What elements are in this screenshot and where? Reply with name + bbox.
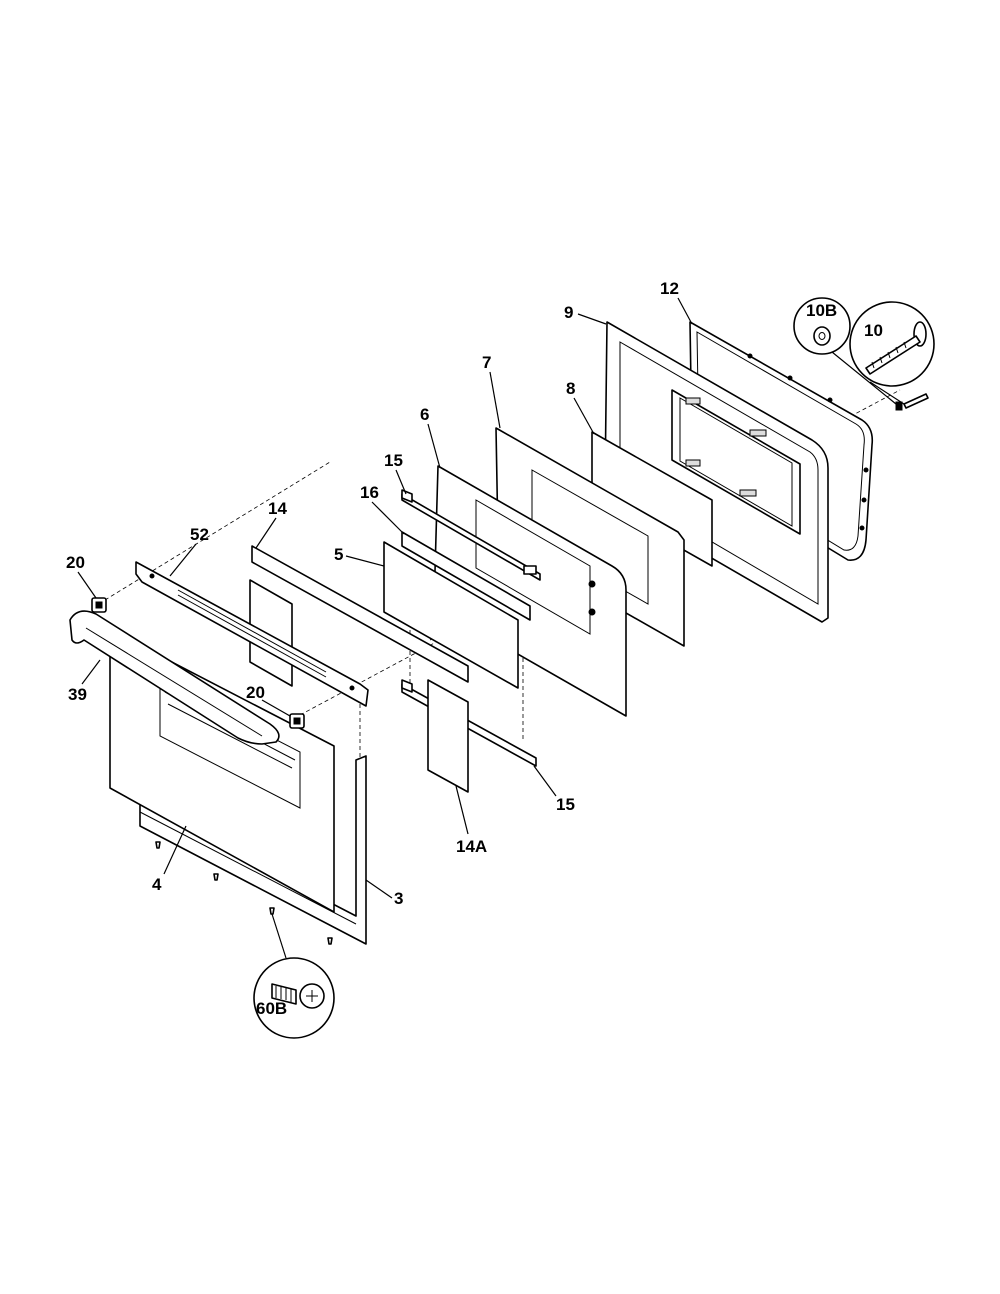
detail-circle-10 xyxy=(849,301,935,387)
callout-label-15-bottom: 15 xyxy=(556,795,575,814)
outer-glass-part-5 xyxy=(383,541,519,689)
callout-15-bottom: 15 xyxy=(533,765,575,814)
callout-label-52: 52 xyxy=(190,525,209,544)
callout-7: 7 xyxy=(482,353,501,429)
callout-label-20-mid: 20 xyxy=(246,683,265,702)
callout-14: 14 xyxy=(255,499,287,549)
callout-label-15-top: 15 xyxy=(384,451,403,470)
callout-20-mid: 20 xyxy=(246,683,291,717)
end-cap-part-20-left xyxy=(91,597,107,613)
glass-bracket-part-15-top xyxy=(401,489,541,581)
detail-circle-60b xyxy=(253,913,335,1039)
end-cap-part-20-mid xyxy=(289,713,305,729)
callout-label-60b: 60B xyxy=(256,999,287,1018)
callout-60b: 60B xyxy=(256,999,287,1018)
callout-label-10b: 10B xyxy=(806,301,837,320)
callout-12: 12 xyxy=(660,279,693,325)
callout-label-16: 16 xyxy=(360,483,379,502)
callout-16: 16 xyxy=(360,483,405,535)
callout-5: 5 xyxy=(334,545,385,567)
callout-8: 8 xyxy=(566,379,595,435)
inner-glass-part-8 xyxy=(591,431,713,567)
callout-label-14a: 14A xyxy=(456,837,487,856)
callout-label-20-left: 20 xyxy=(66,553,85,572)
inner-door-panel-part-6 xyxy=(433,465,627,717)
callout-label-5: 5 xyxy=(334,545,343,564)
spacer-part-16 xyxy=(401,531,531,621)
callout-label-39: 39 xyxy=(68,685,87,704)
callout-label-7: 7 xyxy=(482,353,491,372)
callout-9: 9 xyxy=(564,303,607,325)
top-trim-part-52 xyxy=(135,561,369,707)
heat-shield-part-14a xyxy=(427,679,469,793)
callout-label-10: 10 xyxy=(864,321,883,340)
callout-label-8: 8 xyxy=(566,379,575,398)
callout-10b: 10B xyxy=(806,301,837,320)
callout-15-top: 15 xyxy=(384,451,407,495)
callout-6: 6 xyxy=(420,405,441,469)
callout-3: 3 xyxy=(365,879,403,908)
callout-label-6: 6 xyxy=(420,405,429,424)
door-screws xyxy=(155,841,333,945)
handle-part-39 xyxy=(69,610,280,745)
detail-circle-10b xyxy=(793,297,851,355)
callout-52: 52 xyxy=(169,525,209,577)
inner-door-liner-part-9 xyxy=(604,321,829,623)
callout-label-14: 14 xyxy=(268,499,287,518)
hinge-pin-hardware xyxy=(831,351,929,411)
glass-bracket-part-15-bottom xyxy=(401,679,537,767)
callout-label-12: 12 xyxy=(660,279,679,298)
callout-10: 10 xyxy=(864,321,883,340)
callout-label-3: 3 xyxy=(394,889,403,908)
callout-20-left: 20 xyxy=(66,553,97,599)
callout-39: 39 xyxy=(68,659,101,704)
callout-label-9: 9 xyxy=(564,303,573,322)
callout-4: 4 xyxy=(152,825,187,894)
callout-14a: 14A xyxy=(455,785,487,856)
callout-label-4: 4 xyxy=(152,875,162,894)
